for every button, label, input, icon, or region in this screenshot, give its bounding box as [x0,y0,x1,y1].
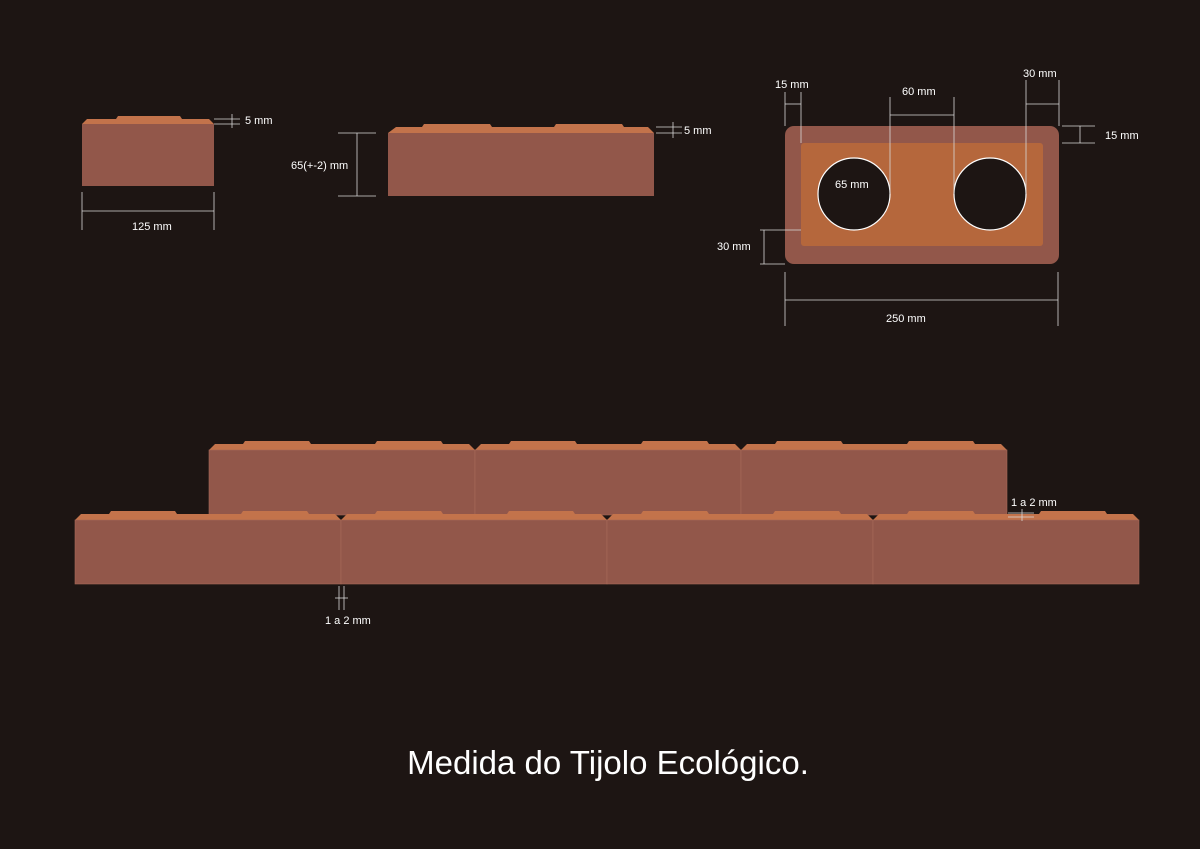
wall-top-row-brick-top-strip [209,441,475,450]
wall-bottom-row-brick-body [74,519,342,585]
wall-bottom-row-brick-top-strip [341,511,607,520]
wall-bottom-row-brick [340,511,608,585]
wall-top-row-brick-top-strip [741,441,1007,450]
end-view-body [82,124,214,186]
wall-top-row-brick [474,441,742,516]
wall-top-row [208,441,1008,516]
side-view-height-label: 65(+-2) mm [291,160,348,172]
wall-bottom-row-brick-top-strip [873,511,1139,520]
wall-top-row-brick [208,441,476,516]
wall-top-row-brick-body [208,449,476,516]
top-view-right-edge-label: 30 mm [1023,68,1057,80]
wall-bottom-row [74,511,1140,585]
end-view-top-strip [82,116,214,124]
wall-top-row-brick-body [474,449,742,516]
wall-bottom-row-brick-body [340,519,608,585]
side-view: 65(+-2) mm 5 mm [291,122,712,197]
end-view: 5 mm 125 mm [81,114,273,233]
wall-step-gap-label: 1 a 2 mm [1011,497,1057,509]
wall-bottom-row-brick-body [606,519,874,585]
wall-joint-gap-label: 1 a 2 mm [325,615,371,627]
top-view-center-distance-label: 60 mm [902,86,936,98]
top-view-left-edge-label: 15 mm [775,79,809,91]
hole-diameter-label: 65 mm [835,179,869,191]
side-view-tab-label: 5 mm [684,125,712,137]
side-view-top-strip [388,124,654,133]
top-view-bottom-margin-label: 30 mm [717,241,751,253]
wall-bottom-row-brick [74,511,342,585]
hole-left [817,157,891,231]
end-view-width-label: 125 mm [132,221,172,233]
diagram-caption: Medida do Tijolo Ecológico. [407,744,809,781]
wall-view: 1 a 2 mm 1 a 2 mm [74,441,1140,627]
wall-top-row-brick-body [740,449,1008,516]
wall-bottom-row-brick [606,511,874,585]
wall-bottom-row-brick [872,511,1140,585]
side-view-body [388,133,654,196]
top-view: 65 mm 15 mm 60 mm 30 mm 15 mm 30 mm 250 … [717,68,1139,326]
wall-bottom-row-brick-top-strip [75,511,341,520]
wall-bottom-row-brick-top-strip [607,511,873,520]
top-view-length-label: 250 mm [886,313,926,325]
top-view-top-edge-label: 15 mm [1105,130,1139,142]
hole-right [953,157,1027,231]
wall-top-row-brick [740,441,1008,516]
wall-top-row-brick-top-strip [475,441,741,450]
end-view-tab-label: 5 mm [245,115,273,127]
wall-bottom-row-brick-body [872,519,1140,585]
